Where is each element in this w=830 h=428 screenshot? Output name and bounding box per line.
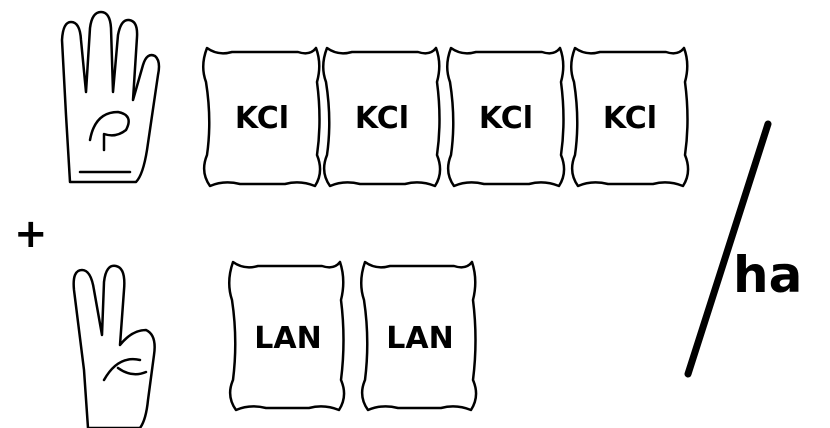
sack-kcl-3: KCl — [447, 48, 564, 186]
sack-label: LAN — [254, 321, 321, 356]
sack-kcl-2: KCl — [323, 48, 440, 186]
plus-sign: + — [14, 211, 48, 257]
sack-label: KCl — [235, 101, 289, 136]
sack-label: KCl — [603, 101, 657, 136]
hand-two-fingers-icon — [74, 266, 155, 428]
sack-label: LAN — [386, 321, 453, 356]
sack-label: KCl — [355, 101, 409, 136]
sack-kcl-4: KCl — [571, 48, 688, 186]
sack-label: KCl — [479, 101, 533, 136]
hand-four-fingers-icon — [62, 12, 159, 182]
sack-lan-1: LAN — [229, 262, 344, 410]
unit-label: ha — [733, 246, 802, 304]
per-hectare: ha — [688, 124, 802, 374]
sack-lan-2: LAN — [361, 262, 476, 410]
sack-kcl-1: KCl — [203, 48, 320, 186]
